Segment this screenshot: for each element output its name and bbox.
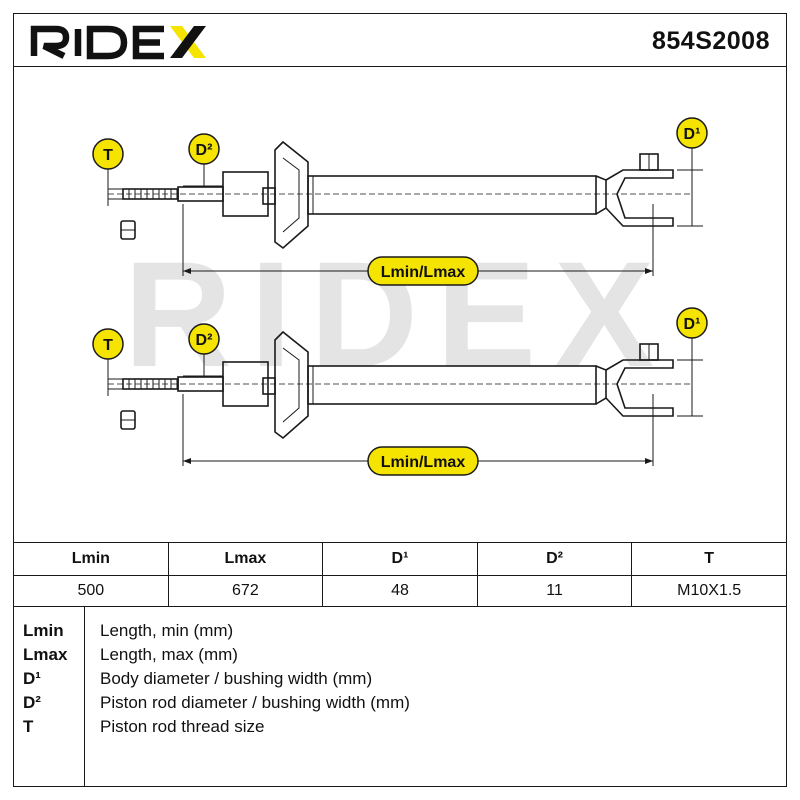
spring-seat bbox=[274, 330, 309, 440]
length-arrow-left bbox=[183, 268, 191, 274]
legend-abbr: T bbox=[23, 717, 34, 736]
legend-abbr: D² bbox=[23, 693, 41, 712]
seat-clip bbox=[262, 187, 276, 205]
thread-badge-circle bbox=[92, 138, 124, 170]
legend-desc: Body diameter / bushing width (mm) bbox=[100, 669, 373, 688]
main-body bbox=[307, 175, 597, 215]
body-diameter-badge: D¹ bbox=[676, 307, 708, 339]
shock-absorber-bottom: Lmin/Lmax T D² D¹ bbox=[92, 307, 708, 476]
ridex-logo-mark bbox=[30, 25, 206, 60]
legend-desc: Length, max (mm) bbox=[100, 645, 238, 664]
value-d2: 11 bbox=[476, 575, 633, 607]
thread-badge-text: T bbox=[103, 147, 113, 164]
spring-seat bbox=[274, 140, 309, 250]
seat-clip bbox=[262, 377, 276, 395]
value-lmin: 500 bbox=[13, 575, 169, 607]
legend-abbr: Lmin bbox=[23, 621, 64, 640]
body-diameter-badge-circle bbox=[676, 117, 708, 149]
thread-badge-text: T bbox=[103, 337, 113, 354]
rod-diameter-badge-text: D² bbox=[196, 142, 213, 159]
ridex-logo bbox=[30, 20, 210, 67]
legend-desc: Length, min (mm) bbox=[100, 621, 234, 640]
value-d1: 48 bbox=[322, 575, 478, 607]
body-diameter-badge-text: D¹ bbox=[684, 126, 701, 143]
clevis-fork bbox=[605, 169, 674, 227]
legend-desc: Piston rod thread size bbox=[100, 717, 265, 736]
spring-seat-inner bbox=[282, 347, 300, 423]
col-header-lmin: Lmin bbox=[13, 542, 169, 576]
thread-badge: T bbox=[92, 138, 124, 170]
length-badge-pill bbox=[367, 256, 479, 286]
length-arrow-right bbox=[645, 268, 653, 274]
rod-diameter-badge-text: D² bbox=[196, 332, 213, 349]
spec-table-header-row: Lmin Lmax D¹ D² T bbox=[13, 542, 787, 576]
thread-badge: T bbox=[92, 328, 124, 360]
body-diameter-badge: D¹ bbox=[676, 117, 708, 149]
length-badge-text: Lmin/Lmax bbox=[381, 264, 466, 281]
legend-desc: Piston rod diameter / bushing width (mm) bbox=[100, 693, 410, 712]
watermark-text: RIDEX bbox=[124, 230, 672, 398]
rod-diameter-badge: D² bbox=[188, 133, 220, 165]
col-header-t: T bbox=[631, 542, 787, 576]
body-neck bbox=[595, 175, 607, 215]
length-badge: Lmin/Lmax bbox=[367, 446, 479, 476]
upper-cylinder bbox=[222, 171, 269, 217]
length-arrow-left bbox=[183, 458, 191, 464]
body-diameter-badge-circle bbox=[676, 307, 708, 339]
upper-cylinder bbox=[222, 361, 269, 407]
header-bar: 854S2008 bbox=[13, 13, 787, 67]
body-diameter-badge-text: D¹ bbox=[684, 316, 701, 333]
length-badge-pill bbox=[367, 446, 479, 476]
rod-diameter-badge: D² bbox=[188, 323, 220, 355]
spec-table-value-row: 500 672 48 11 M10X1.5 bbox=[13, 575, 787, 607]
col-header-lmax: Lmax bbox=[167, 542, 324, 576]
length-badge-text: Lmin/Lmax bbox=[381, 454, 466, 471]
part-number: 854S2008 bbox=[651, 27, 770, 55]
value-lmax: 672 bbox=[167, 575, 324, 607]
legend-box: Lmin Length, min (mm) Lmax Length, max (… bbox=[13, 606, 787, 787]
legend-abbr: D¹ bbox=[23, 669, 41, 688]
shock-absorber-top: Lmin/Lmax T D² D¹ bbox=[92, 117, 708, 286]
main-body bbox=[307, 365, 597, 405]
length-badge: Lmin/Lmax bbox=[367, 256, 479, 286]
spring-seat-inner bbox=[282, 157, 300, 233]
legend-abbr: Lmax bbox=[23, 645, 68, 664]
rod-diameter-badge-circle bbox=[188, 323, 220, 355]
length-arrow-right bbox=[645, 458, 653, 464]
value-t: M10X1.5 bbox=[631, 575, 787, 607]
rod-diameter-badge-circle bbox=[188, 133, 220, 165]
spec-table: Lmin Lmax D¹ D² T 500 672 48 11 M10X1.5 bbox=[13, 542, 787, 607]
thread-badge-circle bbox=[92, 328, 124, 360]
legend-divider bbox=[84, 607, 85, 786]
col-header-d2: D² bbox=[476, 542, 633, 576]
body-neck bbox=[595, 365, 607, 405]
col-header-d1: D¹ bbox=[322, 542, 478, 576]
